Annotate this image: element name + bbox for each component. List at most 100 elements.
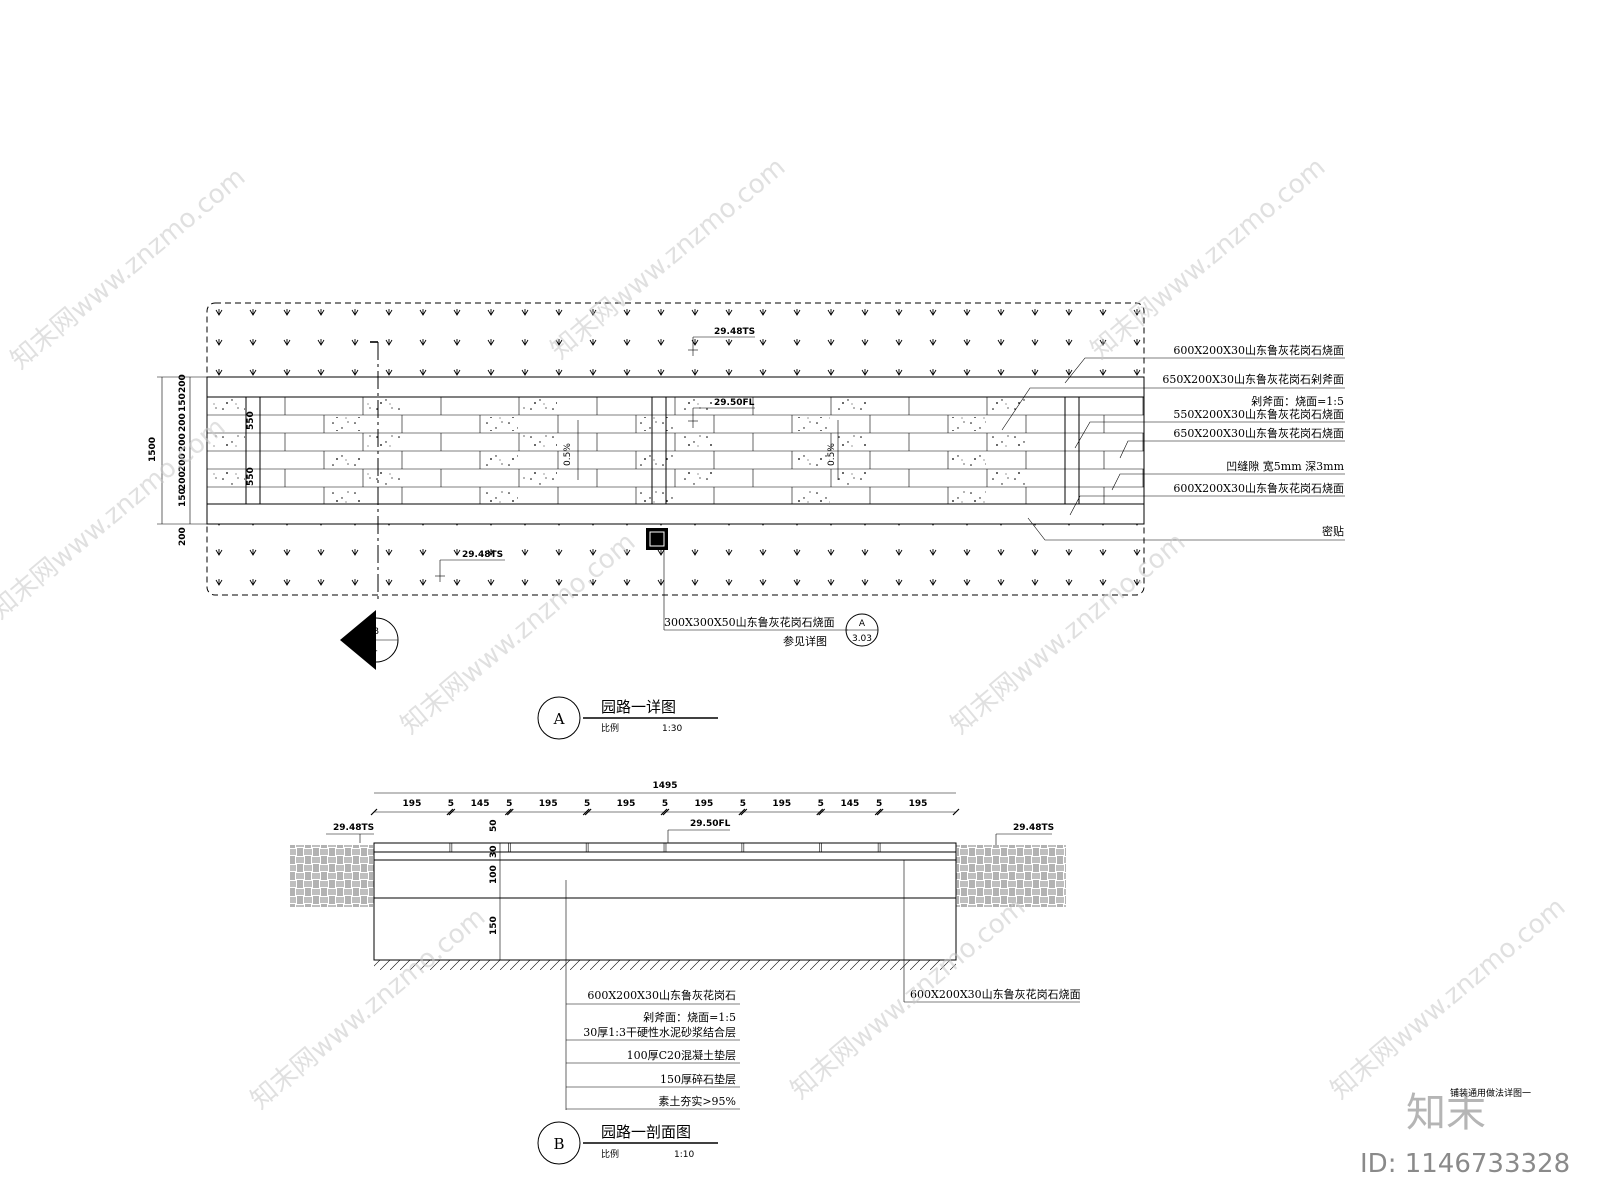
layer-dim: 100 (489, 865, 499, 884)
dim-part: 200 (178, 433, 188, 452)
detail-bubble-bottom: 3.03 (852, 634, 872, 644)
layer-stone (373, 842, 957, 853)
slope-text-left: 0.5% (563, 443, 573, 466)
segment-dim: 195 (539, 799, 558, 809)
dim-total: 1495 (652, 781, 677, 791)
layer-mortar (373, 851, 957, 861)
brand-logo: 知末 (1406, 1090, 1486, 1136)
section-bubble-top: B (373, 627, 379, 637)
slope-text-right: 0.5% (827, 443, 837, 466)
drain-ref: 参见详图 (783, 634, 827, 648)
layer-soil (374, 960, 956, 970)
segment-dim: 5 (876, 799, 882, 809)
segment-dim: 5 (584, 799, 590, 809)
drain-grate (646, 528, 668, 550)
watermark-layer: 知末网www.znzmo.com 知末网www.znzmo.com 知末网www… (0, 152, 1571, 1115)
scale-value: 1:10 (674, 1150, 694, 1160)
segment-dim: 195 (403, 799, 422, 809)
label-text: 剁斧面：烧面=1:5 (1251, 394, 1344, 408)
elevation-label: 29.50FL (714, 398, 755, 408)
scale-label: 比例 (601, 1148, 619, 1160)
brick-stipple (211, 399, 1025, 503)
label-text: 密贴 (1322, 524, 1344, 538)
lawn-top (208, 304, 1143, 376)
scale-label: 比例 (601, 722, 619, 734)
edge-strip (651, 396, 667, 505)
scale-value: 1:30 (662, 724, 682, 734)
lawn-bottom (208, 524, 1143, 594)
layer-label: 100厚C20混凝土垫层 (627, 1048, 736, 1062)
dim-part: 200 (178, 471, 188, 490)
dim-inner: 550 (246, 467, 256, 486)
watermark: 知末网www.znzmo.com (1085, 152, 1331, 365)
section-elevation-center: 29.50FL (667, 819, 731, 843)
label-text: 650X200X30山东鲁灰花岗石烧面 (1173, 426, 1344, 440)
title-bubble (537, 696, 581, 740)
watermark: 知末网www.znzmo.com (245, 902, 491, 1115)
elevation-label: 29.48TS (1013, 823, 1054, 833)
layer-label: 素土夯实>95% (658, 1094, 736, 1108)
title-block-a: A 园路一详图 比例 1:30 (537, 696, 718, 740)
edge-strip (245, 396, 261, 505)
title-text: 园路一详图 (601, 698, 676, 716)
dim-part: 200 (178, 374, 188, 393)
drain-callout: 300X300X50山东鲁灰花岗石烧面 参见详图 A 3.03 (663, 550, 879, 648)
layer-label: 30厚1:3干硬性水泥砂浆结合层 (583, 1025, 736, 1039)
right-label: 600X200X30山东鲁灰花岗石烧面 (910, 987, 1081, 1001)
label-text: 650X200X30山东鲁灰花岗石剁斧面 (1162, 372, 1344, 386)
left-dimensions: 1500 200 150 200 200 200 200 150 200 550… (148, 374, 256, 546)
elevation-marker-bottom: 29.48TS (435, 550, 505, 582)
title-block-b: B 园路一剖面图 比例 1:10 (537, 1121, 718, 1165)
elevation-label: 29.48TS (462, 550, 503, 560)
dim-part: 200 (178, 413, 188, 432)
layer-label: 600X200X30山东鲁灰花岗石 (587, 988, 736, 1002)
layer-label: 150厚碎石垫层 (660, 1072, 736, 1086)
layer-dim: 30 (489, 845, 499, 858)
drain-label: 300X300X50山东鲁灰花岗石烧面 (664, 615, 835, 629)
layer-labels: 600X200X30山东鲁灰花岗石 剁斧面：烧面=1:5 30厚1:3干硬性水泥… (566, 988, 740, 1110)
segment-dim: 195 (909, 799, 928, 809)
layer-label: 剁斧面：烧面=1:5 (643, 1010, 736, 1024)
edge-strip (1064, 396, 1080, 505)
segment-dim: 195 (617, 799, 636, 809)
dim-total: 1500 (148, 437, 158, 462)
label-text: 凹缝隙 宽5mm 深3mm (1226, 459, 1344, 473)
layer-dim: 50 (489, 819, 499, 832)
elevation-label: 29.50FL (690, 819, 731, 829)
dim-part: 200 (178, 453, 188, 472)
title-bubble (537, 1121, 581, 1165)
segment-dim: 5 (662, 799, 668, 809)
section-elevation-right: 29.48TS (995, 823, 1054, 845)
section-bubble-bottom: - (374, 646, 377, 656)
image-id: ID: 1146733328 (1360, 1149, 1570, 1179)
title-letter: A (553, 710, 565, 728)
dim-part: 150 (178, 488, 188, 507)
detail-bubble-top: A (859, 619, 866, 629)
segment-dim: 145 (841, 799, 860, 809)
segment-dim: 195 (772, 799, 791, 809)
leader-labels: 600X200X30山东鲁灰花岗石烧面 650X200X30山东鲁灰花岗石剁斧面… (1001, 343, 1345, 541)
elevation-marker-top: 29.48TS (688, 327, 755, 356)
dim-part: 200 (178, 527, 188, 546)
segment-dim: 5 (818, 799, 824, 809)
layer-concrete (373, 859, 957, 899)
label-text: 550X200X30山东鲁灰花岗石烧面 (1173, 407, 1344, 421)
segment-dim: 145 (471, 799, 490, 809)
segment-dim: 5 (506, 799, 512, 809)
soil-left (290, 845, 374, 907)
layer-dim: 150 (489, 916, 499, 935)
segment-dim: 195 (695, 799, 714, 809)
dim-part: 150 (178, 393, 188, 412)
dim-inner: 550 (246, 411, 256, 430)
soil-right (956, 845, 1066, 907)
elevation-marker-mid: 29.50FL (688, 398, 755, 428)
brick-grid (206, 396, 1144, 504)
segment-dim: 5 (448, 799, 454, 809)
section-symbol: B - (340, 610, 399, 670)
plan-view: 0.5% 0.5% 29.48TS 29.50FL 29.48TS (148, 302, 1345, 670)
title-letter: B (553, 1135, 564, 1153)
title-text: 园路一剖面图 (601, 1123, 691, 1141)
